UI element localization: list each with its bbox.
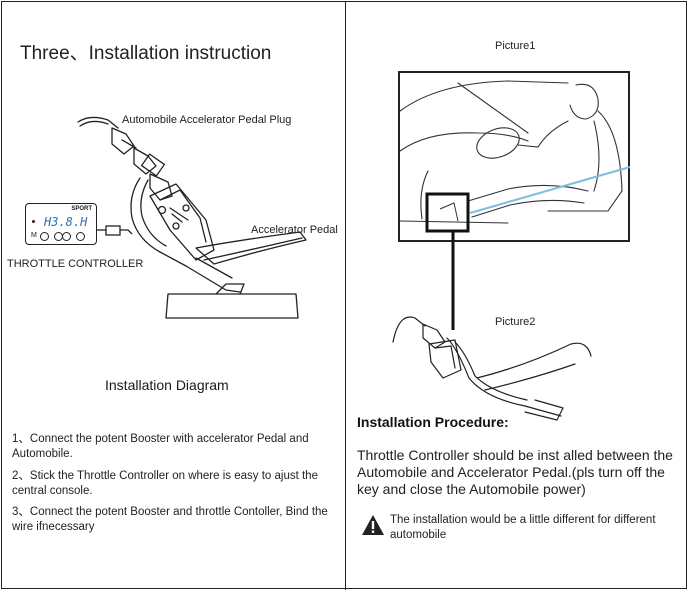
device-brand: SPORT <box>71 206 92 212</box>
device-button-icon <box>40 232 49 241</box>
label-pedal-plug: Automobile Accelerator Pedal Plug <box>122 114 292 126</box>
picture2-label: Picture2 <box>495 316 536 328</box>
column-divider <box>345 1 346 590</box>
step-2: 2、Stick the Throttle Controller on where… <box>12 470 318 497</box>
device-mode-icon: M <box>31 232 37 239</box>
diagram-caption: Installation Diagram <box>105 377 229 393</box>
label-throttle-controller: THROTTLE CONTROLLER <box>7 258 144 270</box>
picture2-pedal-illustration <box>392 316 592 421</box>
device-display: H3.8.H <box>44 215 88 229</box>
throttle-controller-device: SPORT H3.8.H M <box>25 203 97 245</box>
picture1-label: Picture1 <box>495 40 536 52</box>
procedure-title: Installation Procedure: <box>357 414 509 430</box>
device-button-icon <box>76 232 85 241</box>
device-indicator-icon <box>32 220 35 223</box>
device-button-icon <box>62 232 71 241</box>
warning-text: The installation would be a little diffe… <box>390 514 656 541</box>
installation-diagram-illustration <box>77 116 307 319</box>
picture1-car-interior-illustration <box>398 71 631 242</box>
label-accelerator-pedal: Accelerator Pedal <box>251 224 338 236</box>
controller-cable-icon <box>97 225 133 236</box>
step-3: 3、Connect the potent Booster and throttl… <box>12 506 328 533</box>
section-title: Three、Installation instruction <box>20 43 272 64</box>
connector-line <box>451 232 455 330</box>
warning-icon <box>362 515 384 535</box>
step-1: 1、Connect the potent Booster with accele… <box>12 433 309 460</box>
procedure-text: Throttle Controller should be inst alled… <box>357 447 673 497</box>
